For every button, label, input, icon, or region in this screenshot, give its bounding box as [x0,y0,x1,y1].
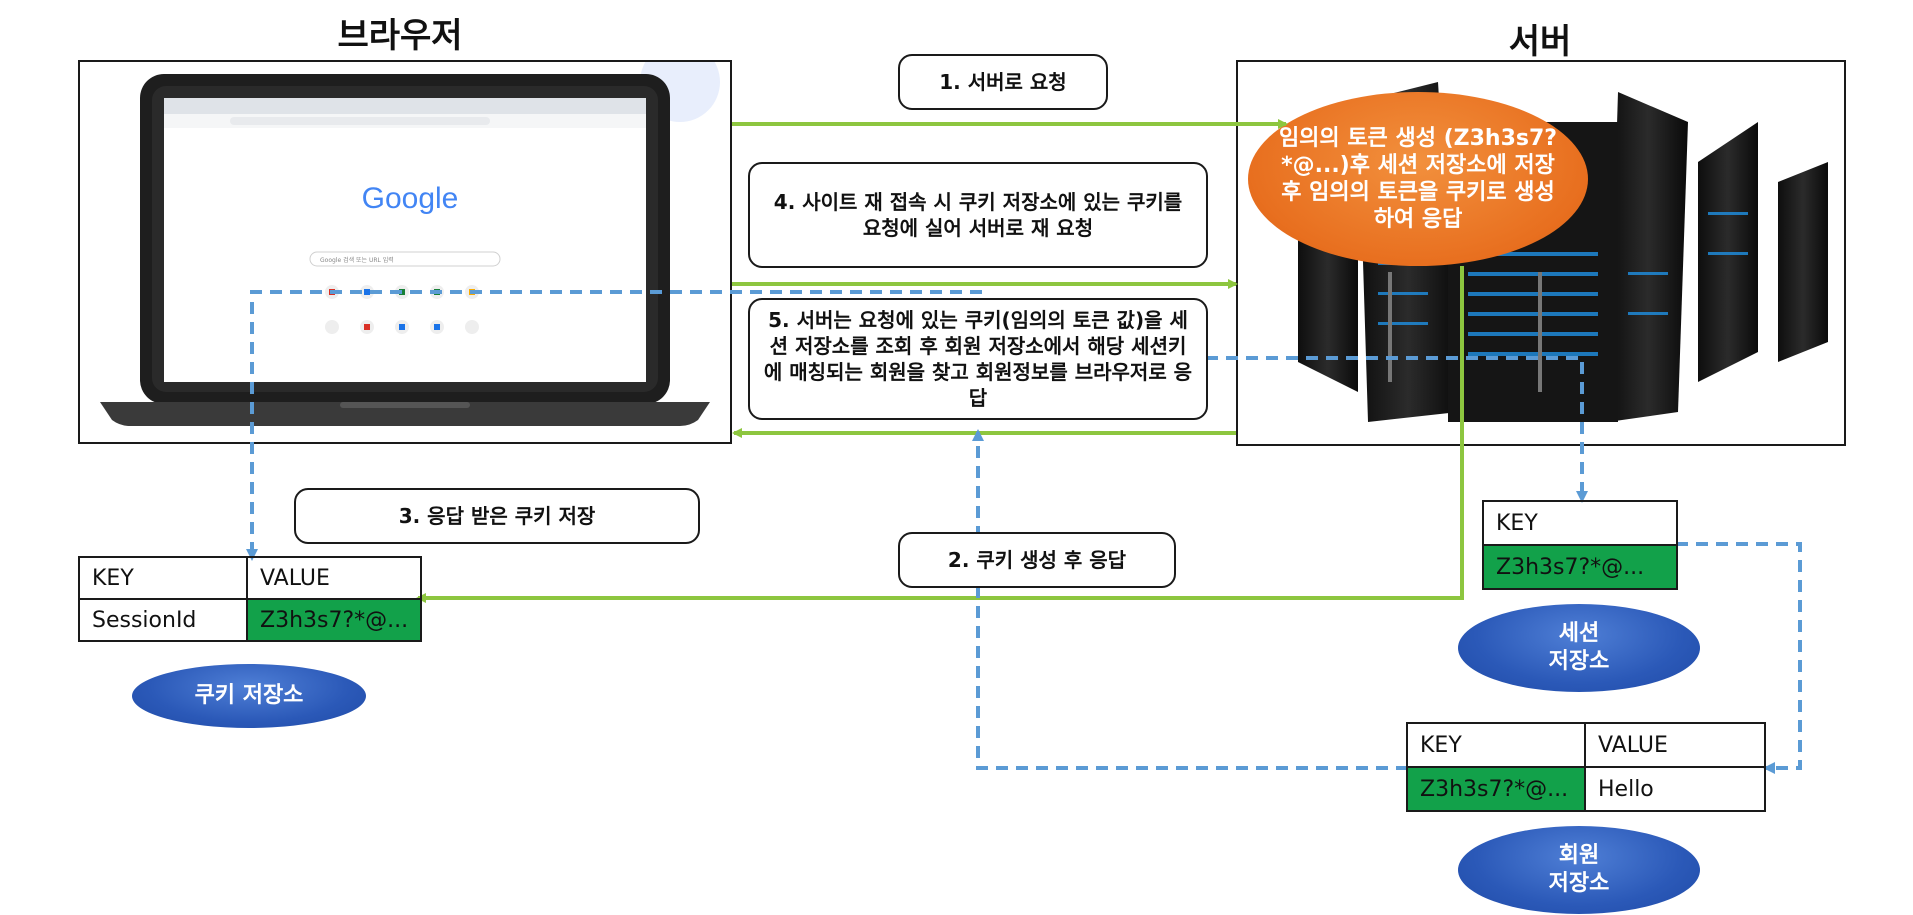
laptop-icon [100,62,720,426]
cookie-key-cell: SessionId [78,598,248,642]
member-value-cell: Hello [1584,766,1766,812]
browser-panel: Google Google 검색 또는 URL 입력 [78,60,732,444]
browser-search-box[interactable]: Google 검색 또는 URL 입력 [320,257,394,264]
google-logo: Google [361,182,459,215]
dashed-session-to-member [1676,542,1802,774]
server-title: 서버 [1508,22,1572,62]
cookie-value-header: VALUE [245,556,423,600]
table-row: KEY VALUE [1406,722,1766,768]
session-key-header: KEY [1482,500,1678,546]
step3-callout: 3. 응답 받은 쿠키 저장 [294,488,700,544]
cookie-store-table: KEY VALUE SessionId Z3h3s7?*@... [78,556,423,642]
member-key-header: KEY [1406,722,1586,768]
laptop-illustration [80,62,730,442]
step1-callout: 1. 서버로 요청 [898,54,1108,110]
arrow-cookie-response [416,266,1464,603]
member-store-label: 회원 저장소 [1458,826,1700,914]
server-action-ellipse: 임의의 토큰 생성 (Z3h3s7?*@...)후 세션 저장소에 저장후 임의… [1248,92,1588,266]
member-store-table: KEY VALUE Z3h3s7?*@... Hello [1406,722,1766,812]
step2-callout: 2. 쿠키 생성 후 응답 [898,532,1176,588]
dashed-member-to-step5 [972,429,1408,770]
session-value-cell: Z3h3s7?*@... [1482,544,1678,590]
table-row: Z3h3s7?*@... Hello [1406,766,1766,812]
table-row: SessionId Z3h3s7?*@... [78,598,423,642]
step5-callout: 5. 서버는 요청에 있는 쿠키(임의의 토큰 값)을 세션 저장소를 조회 후… [748,298,1208,420]
browser-title: 브라우저 [337,16,463,56]
member-key-cell: Z3h3s7?*@... [1406,766,1586,812]
table-row: KEY [1482,500,1678,546]
session-store-table: KEY Z3h3s7?*@... [1482,500,1678,590]
dashed-to-cookie-store [246,290,982,561]
cookie-key-header: KEY [78,556,248,600]
session-store-label: 세션 저장소 [1458,604,1700,692]
table-row: Z3h3s7?*@... [1482,544,1678,590]
table-row: KEY VALUE [78,556,423,600]
cookie-store-label: 쿠키 저장소 [132,664,366,728]
cookie-value-cell: Z3h3s7?*@... [245,598,423,642]
server-action-text: 임의의 토큰 생성 (Z3h3s7?*@...)후 세션 저장소에 저장후 임의… [1278,126,1558,232]
dashed-to-session-store [1206,356,1588,503]
member-value-header: VALUE [1584,722,1766,768]
step4-callout: 4. 사이트 재 접속 시 쿠키 저장소에 있는 쿠키를 요청에 실어 서버로 … [748,162,1208,268]
